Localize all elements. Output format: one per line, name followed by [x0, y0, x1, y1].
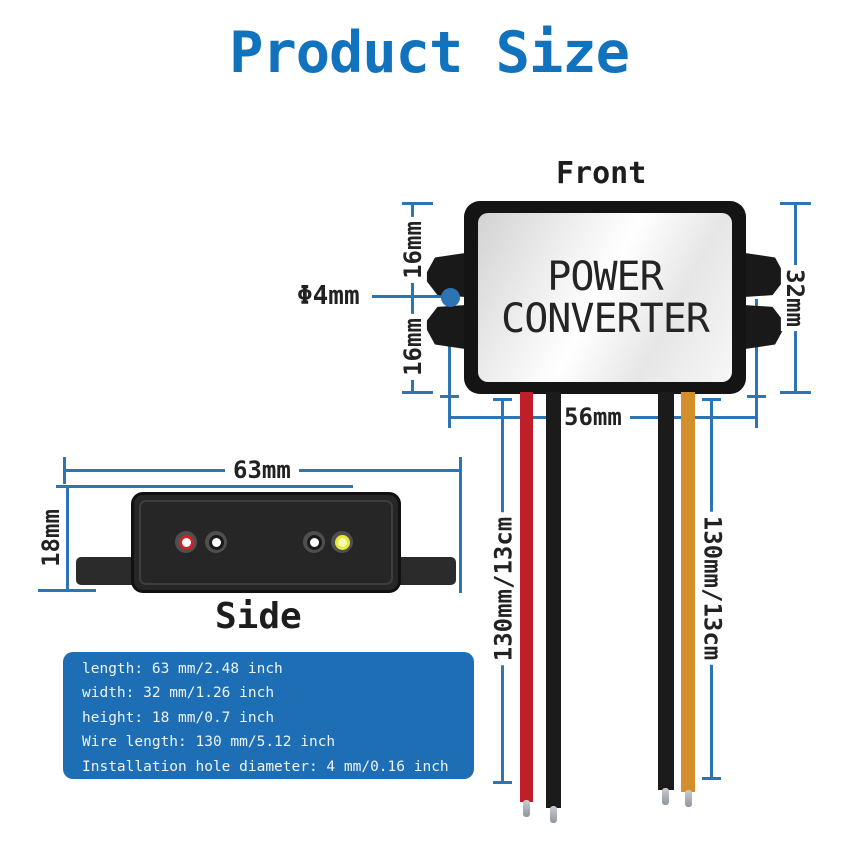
dim-63mm: 63mm	[225, 456, 299, 484]
spec-hole-diameter: Installation hole diameter: 4 mm/0.16 in…	[82, 758, 449, 775]
dim-18mm: 18mm	[34, 493, 68, 583]
wire-hole-yellow-core	[337, 537, 347, 547]
wire-black-right	[658, 392, 674, 790]
wire-hole-red	[175, 531, 197, 553]
wire-black-left-tip	[550, 806, 557, 823]
wire-hole-black-right-ring	[306, 534, 322, 550]
page-title: Product Size	[229, 20, 630, 86]
front-right-dim-tick-top	[780, 202, 811, 205]
dim-wire-right-tick-top	[702, 398, 721, 401]
converter-label-plate: POWER CONVERTER	[478, 213, 732, 382]
dim-63mm-tick-left	[63, 457, 66, 484]
wire-hole-black-right-core	[309, 537, 319, 547]
wire-hole-red-core	[181, 537, 191, 547]
wire-hole-black-left-core	[211, 537, 221, 547]
side-view-label: Side	[215, 596, 302, 637]
dim-16mm-top: 16mm	[396, 205, 430, 295]
front-left-dim-line	[411, 203, 414, 393]
front-view-label: Front	[556, 156, 647, 191]
dim-63mm-tick-right	[459, 457, 462, 593]
wire-black-left	[546, 392, 561, 808]
dim-wire-left-tick-top	[493, 398, 512, 401]
wire-hole-black-right	[303, 531, 325, 553]
hole-callout-line	[372, 295, 450, 298]
left-hole-extension-tick	[440, 395, 459, 398]
wire-orange-tip	[685, 790, 692, 807]
dim-wire-left-tick-bottom	[493, 781, 512, 784]
spec-box: length: 63 mm/2.48 inch width: 32 mm/1.2…	[63, 652, 474, 779]
wire-red-tip	[523, 800, 530, 817]
plate-text-line2: CONVERTER	[501, 295, 710, 342]
front-tab-left-lower	[424, 305, 466, 350]
dim-wire-right-label: 130mm/13cm	[695, 511, 729, 665]
wire-red	[520, 392, 533, 802]
dim-16mm-bottom: 16mm	[396, 302, 430, 392]
converter-body-side-outline	[139, 500, 393, 585]
spec-wire-length: Wire length: 130 mm/5.12 inch	[82, 734, 336, 751]
right-hole-extension-line	[755, 299, 758, 428]
wire-hole-yellow	[331, 531, 353, 553]
front-left-dim-tick-bottom	[402, 391, 433, 394]
converter-body-side	[131, 492, 401, 593]
wire-hole-red-ring	[178, 534, 194, 550]
wire-hole-black-left	[205, 531, 227, 553]
dim-18mm-line	[66, 486, 69, 592]
dim-56mm: 56mm	[556, 403, 630, 431]
dim-18mm-tick-top	[56, 485, 353, 488]
front-right-dim-tick-bottom	[780, 391, 811, 394]
spec-width: width: 32 mm/1.26 inch	[82, 685, 275, 702]
dim-wire-left-label: 130mm/13cm	[486, 512, 520, 666]
dim-wire-right-tick-bottom	[702, 777, 721, 780]
wire-orange	[681, 392, 695, 792]
dim-hole-diameter: Φ4mm	[297, 281, 360, 311]
dim-32mm: 32mm	[778, 253, 812, 343]
plate-text-line1: POWER	[547, 253, 663, 300]
left-hole-extension-line	[448, 306, 451, 428]
side-tab-right	[398, 557, 456, 585]
spec-length: length: 63 mm/2.48 inch	[82, 661, 283, 677]
wire-black-right-tip	[662, 788, 669, 805]
side-tab-left	[76, 557, 134, 585]
front-left-dim-tick-top	[402, 202, 433, 205]
mounting-hole-dot	[441, 288, 460, 307]
wire-hole-black-left-ring	[208, 534, 224, 550]
right-hole-extension-tick	[747, 395, 766, 398]
dim-18mm-tick-bottom	[38, 589, 96, 592]
wire-hole-yellow-ring	[334, 534, 350, 550]
spec-height: height: 18 mm/0.7 inch	[82, 709, 275, 726]
